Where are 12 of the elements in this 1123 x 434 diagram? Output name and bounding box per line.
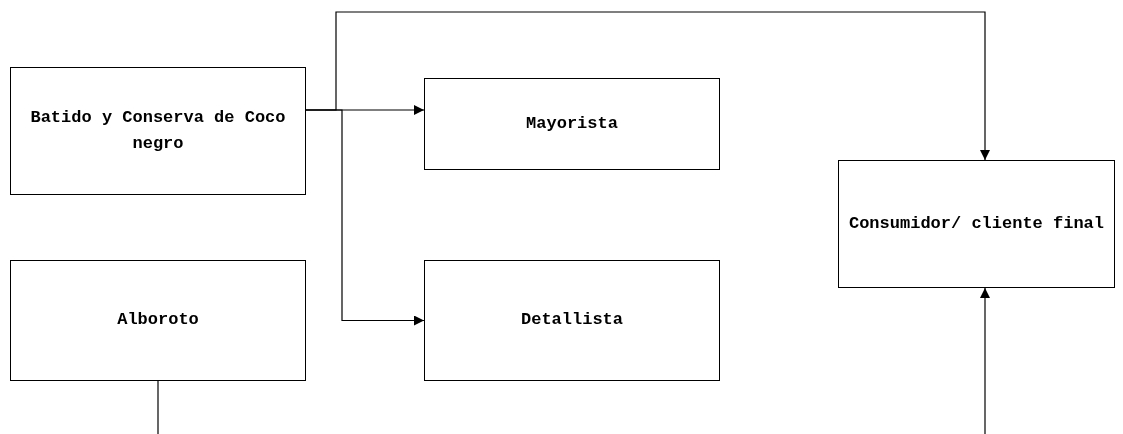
connector-arrow [305, 11, 990, 161]
box-label: Consumidor/ cliente final [848, 212, 1104, 235]
box-label: Alboroto [117, 309, 199, 332]
connector-arrow [980, 287, 990, 434]
box-label: Mayorista [526, 112, 618, 135]
process-box [424, 260, 720, 381]
box-label: Detallista [521, 309, 623, 332]
process-box [424, 78, 720, 170]
process-box [10, 67, 306, 195]
process-box [10, 260, 306, 381]
process-box [838, 160, 1115, 288]
box-label: Batido y Conserva de Coco negro [29, 106, 287, 155]
